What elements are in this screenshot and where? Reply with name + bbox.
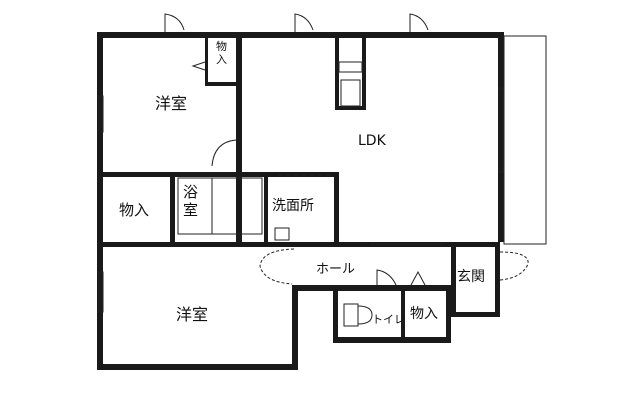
room-label-closet-west: 物入	[119, 201, 150, 219]
room-label-toilet: トイレ	[372, 313, 405, 326]
room-label-ldk: LDK	[358, 133, 386, 149]
door-swings	[164, 13, 529, 286]
room-label-western-south: 洋室	[176, 305, 209, 324]
walls	[97, 32, 504, 370]
room-label-entrance: 玄関	[457, 269, 485, 285]
room-label-western-north: 洋室	[155, 94, 188, 113]
room-label-bathroom: 浴室	[183, 183, 199, 219]
room-label-washroom: 洗面所	[272, 198, 314, 214]
fixtures	[98, 35, 547, 327]
room-label-closet-north: 物入	[216, 40, 227, 66]
room-label-closet-entry: 物入	[410, 306, 438, 322]
room-label-hall: ホール	[316, 262, 356, 277]
